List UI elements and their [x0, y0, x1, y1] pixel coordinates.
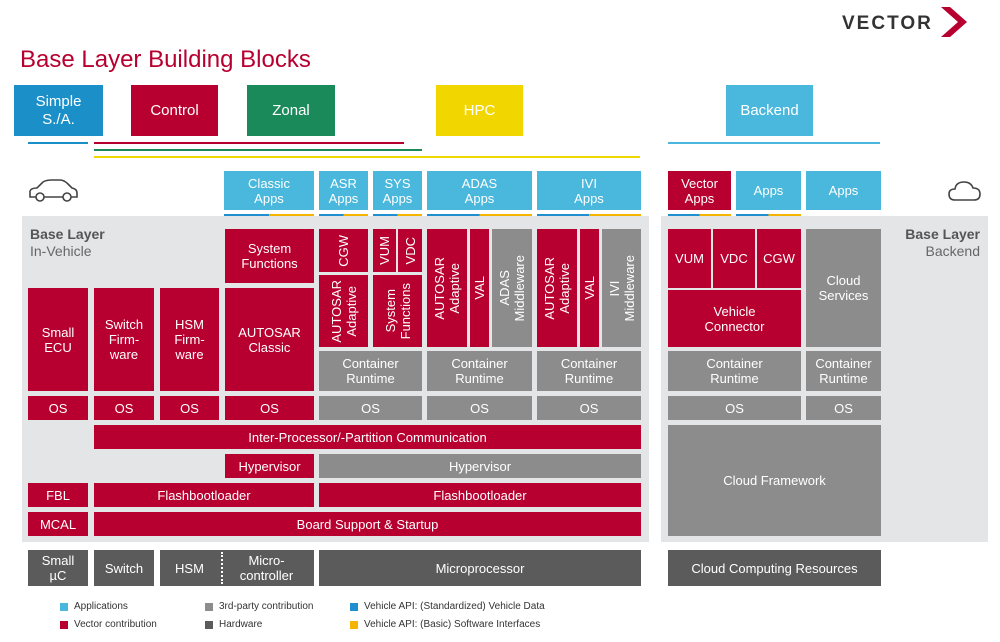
- hsm-firmware: HSM Firm- ware: [160, 288, 219, 391]
- hw-microcontroller: Micro- controller: [219, 550, 314, 586]
- hw-small-uc: Small µC: [28, 550, 88, 586]
- backend-subtitle: Backend: [925, 243, 980, 259]
- category-hpc: HPC: [436, 85, 523, 136]
- vum-sys: VUM: [373, 229, 396, 272]
- ivi-middleware: IVI Middleware: [602, 229, 641, 347]
- line-control: [94, 142, 404, 144]
- autosar-classic: AUTOSAR Classic: [225, 288, 314, 391]
- val-ivi: VAL: [580, 229, 599, 347]
- fbl: FBL: [28, 483, 88, 507]
- cloud-services: Cloud Services: [806, 229, 881, 347]
- in-vehicle-subtitle: In-Vehicle: [30, 243, 92, 259]
- vdc-backend: VDC: [713, 229, 755, 288]
- os-switch: OS: [94, 396, 154, 420]
- container-runtime-sys: Container Runtime: [319, 351, 422, 391]
- os-ivi: OS: [537, 396, 641, 420]
- vum-backend: VUM: [668, 229, 711, 288]
- vehicle-connector: Vehicle Connector: [668, 290, 801, 347]
- apps-vector: Vector Apps: [668, 171, 731, 210]
- os-classic: OS: [225, 396, 314, 420]
- hw-cloud-computing-resources: Cloud Computing Resources: [668, 550, 881, 586]
- category-zonal: Zonal: [247, 85, 335, 136]
- hw-switch: Switch: [94, 550, 154, 586]
- cgw-backend: CGW: [757, 229, 801, 288]
- apps-backend-1: Apps: [736, 171, 801, 210]
- legend-swatch-applications: [60, 602, 68, 611]
- legend-swatch-api-sw: [350, 620, 358, 629]
- adas-middleware: ADAS Middleware: [492, 229, 532, 347]
- in-vehicle-title: Base Layer: [30, 226, 105, 242]
- os-hsm: OS: [160, 396, 219, 420]
- apps-asr: ASR Apps: [319, 171, 368, 210]
- backend-title: Base Layer: [905, 226, 980, 242]
- line-zonal: [94, 149, 422, 151]
- legend-hardware: Hardware: [205, 619, 262, 630]
- category-control: Control: [131, 85, 218, 136]
- apps-backend-2: Apps: [806, 171, 881, 210]
- small-ecu: Small ECU: [28, 288, 88, 391]
- legend-third-party: 3rd-party contribution: [205, 601, 314, 612]
- autosar-adaptive-ivi: AUTOSAR Adaptive: [537, 229, 577, 347]
- hypervisor-third-party: Hypervisor: [319, 454, 641, 478]
- os-backend-2: OS: [806, 396, 881, 420]
- page-title: Base Layer Building Blocks: [20, 46, 311, 73]
- switch-firmware: Switch Firm- ware: [94, 288, 154, 391]
- container-runtime-adas: Container Runtime: [427, 351, 532, 391]
- container-runtime-backend-1: Container Runtime: [668, 351, 801, 391]
- legend-vehicle-api-data: Vehicle API: (Standardized) Vehicle Data: [350, 601, 545, 612]
- category-backend: Backend: [726, 85, 813, 136]
- inter-processor-communication: Inter-Processor/-Partition Communication: [94, 425, 641, 449]
- autosar-adaptive-adas: AUTOSAR Adaptive: [427, 229, 467, 347]
- line-hpc: [94, 156, 640, 158]
- apps-ivi: IVI Apps: [537, 171, 641, 210]
- system-functions-classic: System Functions: [225, 229, 314, 283]
- cgw-asr: CGW: [319, 229, 368, 272]
- vector-logo-text: VECTOR: [842, 13, 933, 34]
- board-support-startup: Board Support & Startup: [94, 512, 641, 536]
- vector-logo: VECTOR: [842, 7, 972, 38]
- flashbootloader-1: Flashbootloader: [94, 483, 314, 507]
- apps-classic: Classic Apps: [224, 171, 314, 210]
- os-small-ecu: OS: [28, 396, 88, 420]
- os-adas: OS: [427, 396, 532, 420]
- apps-adas: ADAS Apps: [427, 171, 532, 210]
- cloud-icon: [948, 181, 981, 201]
- os-sys: OS: [319, 396, 422, 420]
- category-simple: Simple S./A.: [14, 85, 103, 136]
- hw-microprocessor: Microprocessor: [319, 550, 641, 586]
- hw-divider: [221, 552, 223, 584]
- system-functions-sys: System Functions: [373, 275, 422, 347]
- mcal: MCAL: [28, 512, 88, 536]
- line-backend: [668, 142, 880, 144]
- legend-vehicle-api-sw: Vehicle API: (Basic) Software Interfaces: [350, 619, 540, 630]
- car-icon: [29, 179, 78, 202]
- legend-swatch-api-data: [350, 602, 358, 611]
- os-backend-1: OS: [668, 396, 801, 420]
- container-runtime-ivi: Container Runtime: [537, 351, 641, 391]
- legend-swatch-third-party: [205, 602, 213, 611]
- legend-swatch-vector: [60, 620, 68, 629]
- flashbootloader-2: Flashbootloader: [319, 483, 641, 507]
- autosar-adaptive-asr: AUTOSAR Adaptive: [319, 275, 368, 347]
- legend-vector-contribution: Vector contribution: [60, 619, 157, 630]
- hypervisor-vector: Hypervisor: [225, 454, 314, 478]
- apps-sys: SYS Apps: [373, 171, 422, 210]
- cloud-framework: Cloud Framework: [668, 425, 881, 536]
- line-simple: [28, 142, 88, 144]
- vector-chevron-icon: [941, 7, 967, 37]
- legend-swatch-hardware: [205, 620, 213, 629]
- vdc-sys: VDC: [398, 229, 422, 272]
- legend-applications: Applications: [60, 601, 128, 612]
- hw-hsm: HSM: [160, 550, 219, 586]
- val-adas: VAL: [470, 229, 489, 347]
- container-runtime-backend-2: Container Runtime: [806, 351, 881, 391]
